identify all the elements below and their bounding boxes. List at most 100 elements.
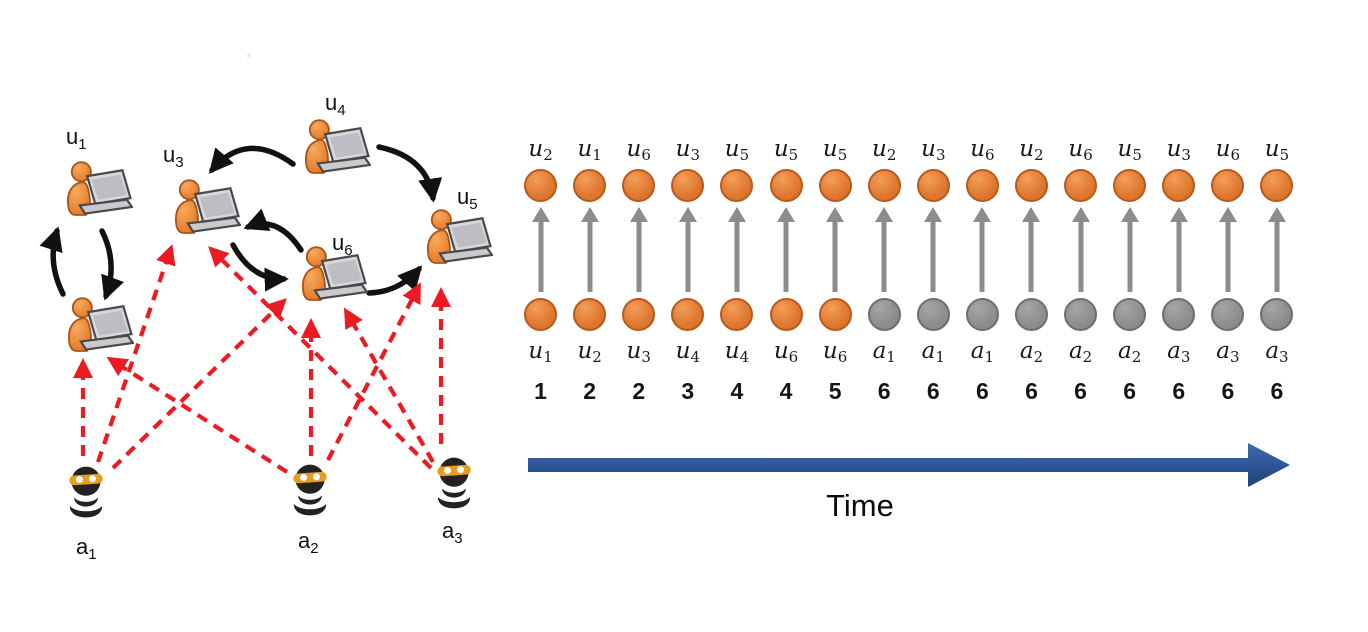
target-user-node <box>1260 169 1294 202</box>
timeline-column-10: u6 a1 6 <box>958 132 1007 410</box>
target-user-node <box>867 169 901 202</box>
timeline-column-4: u3 u4 3 <box>663 132 712 410</box>
up-arrow-icon <box>663 207 712 293</box>
edge-u6-u3 <box>243 208 304 253</box>
source-label: a3 <box>1265 338 1289 366</box>
up-arrow-icon <box>712 207 761 293</box>
edge-a2-u5 <box>326 282 421 461</box>
user-u1-icon <box>66 161 133 217</box>
attacker-a2-icon <box>292 464 328 516</box>
user-u2-icon <box>67 297 134 353</box>
up-arrow-icon <box>1203 207 1252 293</box>
up-arrow-icon <box>1154 207 1203 293</box>
timeline-column-13: u5 a2 6 <box>1105 132 1154 410</box>
time-step: 6 <box>877 378 891 404</box>
source-node <box>1162 298 1196 331</box>
time-step: 4 <box>779 378 793 404</box>
time-step: 6 <box>1221 378 1235 404</box>
up-arrow-icon <box>860 207 909 293</box>
network-graph <box>39 119 493 518</box>
user-u3-icon <box>174 179 241 235</box>
source-node <box>769 298 803 331</box>
source-label: u1 <box>528 338 553 366</box>
attack-edges <box>72 244 452 474</box>
target-user-label: u3 <box>921 136 946 164</box>
timeline-column-3: u6 u3 2 <box>614 132 663 410</box>
target-user-node <box>1064 169 1098 202</box>
timeline-column-14: u3 a3 6 <box>1154 132 1203 410</box>
target-user-label: u2 <box>1019 136 1044 164</box>
temporal-sequence: u2 u1 1 u1 u2 2 u6 u3 2 u3 <box>516 132 1302 410</box>
time-step: 5 <box>828 378 842 404</box>
source-node <box>671 298 705 331</box>
node-label-a2: a2 <box>298 528 319 558</box>
time-step: 6 <box>1025 378 1038 404</box>
source-node <box>524 298 558 331</box>
time-step: 6 <box>975 378 989 404</box>
source-node <box>1064 298 1098 331</box>
target-user-label: u6 <box>970 136 995 164</box>
node-label-u1: u1 <box>66 124 87 154</box>
target-user-label: u6 <box>626 136 651 164</box>
up-arrow-icon <box>614 207 663 293</box>
source-node <box>573 298 607 331</box>
node-label-u5: u5 <box>457 184 478 214</box>
up-arrow-icon <box>1252 207 1301 293</box>
timeline-column-12: u6 a2 6 <box>1056 132 1105 410</box>
attacker-a1-icon <box>68 466 104 518</box>
source-label: u6 <box>822 338 848 366</box>
time-step: 1 <box>534 378 547 404</box>
target-user-label: u3 <box>675 136 701 164</box>
source-label: a3 <box>1216 338 1240 366</box>
trust-edges <box>39 144 443 301</box>
up-arrow-icon <box>958 207 1007 293</box>
source-label: a3 <box>1167 338 1191 366</box>
edge-a3-u6 <box>343 307 435 464</box>
time-step: 6 <box>1270 378 1284 404</box>
edge-u6-u5 <box>366 265 423 296</box>
timeline-column-2: u1 u2 2 <box>565 132 614 410</box>
target-user-label: u3 <box>1166 136 1191 164</box>
up-arrow-icon <box>516 207 565 293</box>
up-arrow-icon <box>1056 207 1105 293</box>
edge-u2-u1 <box>39 226 66 297</box>
edge-u4-u3 <box>208 145 296 174</box>
node-label-a3: a3 <box>442 518 463 548</box>
target-user-label: u5 <box>1117 136 1142 164</box>
time-step: 6 <box>926 378 940 404</box>
timeline-column-6: u5 u6 4 <box>761 132 810 410</box>
source-node <box>1113 298 1147 331</box>
source-node <box>1260 298 1294 331</box>
target-user-node <box>1014 169 1048 202</box>
source-label: u6 <box>773 338 799 366</box>
source-label: a1 <box>970 338 995 366</box>
up-arrow-icon <box>565 207 614 293</box>
target-user-label: u6 <box>1215 136 1241 164</box>
target-user-node <box>1211 169 1245 202</box>
target-user-node <box>720 169 754 202</box>
edge-u1-u2 <box>99 228 124 301</box>
target-user-label: u6 <box>1068 136 1093 164</box>
source-label: a2 <box>1118 338 1142 366</box>
source-label: u4 <box>724 338 750 366</box>
time-step: 6 <box>1123 378 1137 404</box>
target-user-label: u5 <box>822 136 848 164</box>
target-user-node <box>524 169 558 202</box>
target-user-node <box>916 169 950 202</box>
source-label: a2 <box>1019 338 1044 366</box>
watermark-mark: * <box>246 50 252 67</box>
edge-u3-u6 <box>230 242 289 292</box>
up-arrow-icon <box>1105 207 1154 293</box>
source-node <box>818 298 852 331</box>
target-user-node <box>622 169 656 202</box>
time-step: 2 <box>632 378 646 404</box>
up-arrow-icon <box>909 207 958 293</box>
up-arrow-icon <box>811 207 860 293</box>
target-user-node <box>965 169 999 202</box>
source-label: a1 <box>872 338 896 366</box>
time-axis-label: Time <box>826 488 894 523</box>
source-node <box>720 298 754 331</box>
timeline-column-15: u6 a3 6 <box>1203 132 1252 410</box>
target-user-node <box>769 169 803 202</box>
